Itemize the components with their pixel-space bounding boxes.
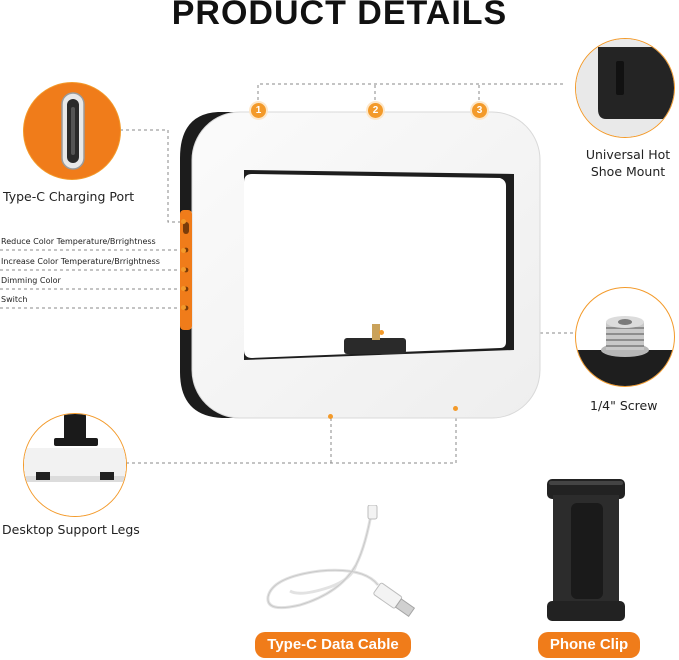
marker-dot (328, 414, 333, 419)
phone-clip-tag: Phone Clip (538, 632, 640, 658)
cable-icon (266, 504, 416, 618)
marker-dot (181, 286, 186, 291)
type-c-cable (260, 504, 420, 625)
screw-label: 1/4" Screw (590, 398, 658, 413)
screw-icon (576, 316, 674, 386)
hot-shoe-icon (576, 39, 674, 137)
marker-dot (181, 248, 186, 253)
callout-2-badge: 2 (368, 103, 383, 118)
switch-button-label: Switch (1, 295, 28, 304)
marker-dot (181, 267, 186, 272)
ring-light-body (180, 111, 541, 419)
usb-c-port-icon (61, 92, 85, 170)
type-c-cable-tag: Type-C Data Cable (255, 632, 411, 658)
hot-shoe-label: Universal Hot Shoe Mount (578, 146, 678, 180)
marker-dot (453, 406, 458, 411)
type-c-port-label: Type-C Charging Port (3, 189, 135, 204)
phone-clip-icon (547, 479, 625, 621)
increase-button-label: Increase Color Temperature/Brrightness (1, 257, 160, 266)
marker-dot (379, 330, 384, 335)
hot-shoe-label-text: Universal Hot Shoe Mount (585, 147, 671, 179)
support-legs-zoom (23, 413, 127, 517)
dimming-button-label: Dimming Color (1, 276, 61, 285)
marker-dot (181, 305, 186, 310)
hot-shoe-zoom (575, 38, 675, 138)
callout-3-badge: 3 (472, 103, 487, 118)
screw-zoom (575, 287, 675, 387)
phone-clip (545, 477, 627, 623)
marker-dot (181, 219, 186, 224)
support-legs-label: Desktop Support Legs (2, 522, 140, 537)
reduce-button-label: Reduce Color Temperature/Brrightness (1, 237, 156, 246)
page-title: PRODUCT DETAILS (171, 0, 508, 32)
type-c-port-zoom (23, 82, 121, 180)
callout-1-badge: 1 (251, 103, 266, 118)
ring-light (178, 110, 542, 420)
support-legs-icon (24, 414, 126, 516)
